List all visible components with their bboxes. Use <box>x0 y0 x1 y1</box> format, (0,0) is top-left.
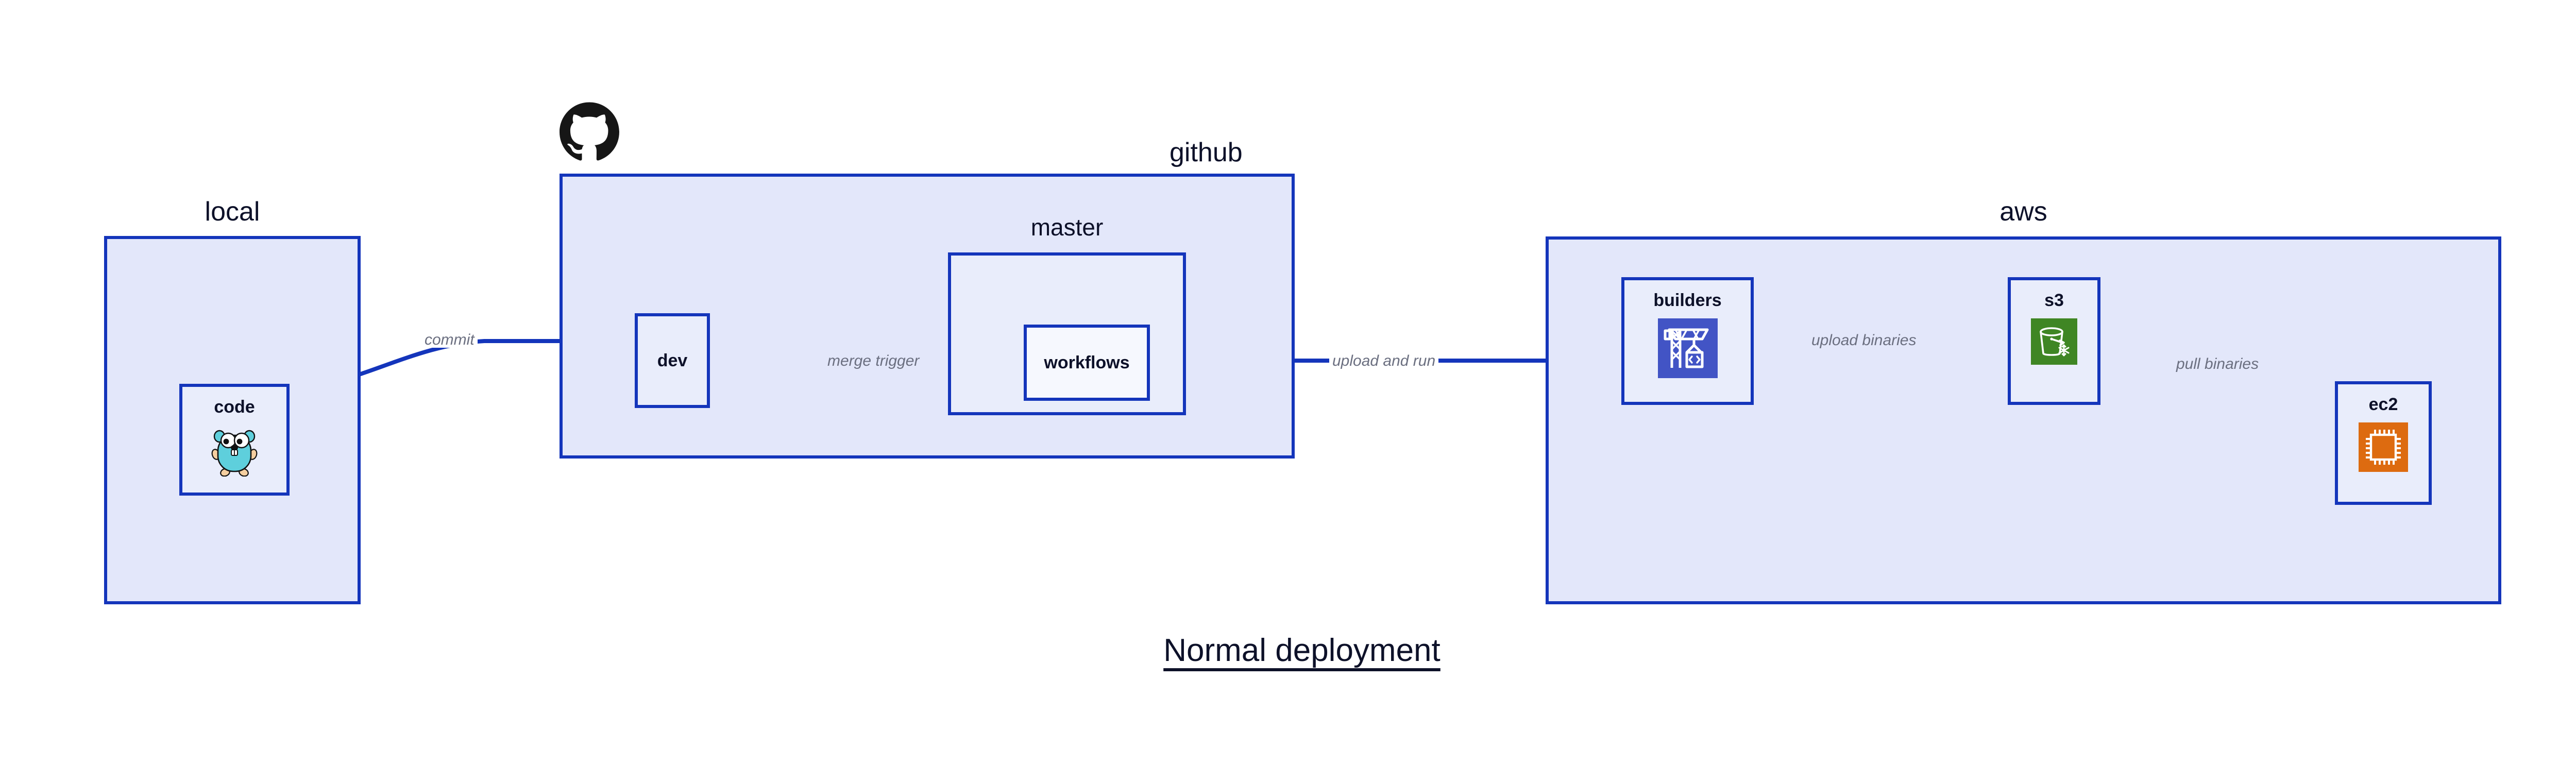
edge-label-pull-binaries: pull binaries <box>2173 356 2262 372</box>
edge-label-upload-binaries: upload binaries <box>1808 333 1920 348</box>
group-label-local: local <box>205 197 260 227</box>
edge-label-merge-trigger: merge trigger <box>824 353 923 369</box>
node-dev[interactable]: dev <box>635 313 710 408</box>
node-builders[interactable]: builders <box>1621 277 1754 405</box>
go-gopher-icon <box>211 425 258 479</box>
node-ec2[interactable]: ec2 <box>2335 381 2432 505</box>
node-label-s3: s3 <box>2044 291 2064 310</box>
node-workflows[interactable]: workflows <box>1024 325 1150 401</box>
node-s3[interactable]: s3 <box>2008 277 2100 405</box>
node-label-code: code <box>214 397 255 417</box>
group-label-aws: aws <box>1999 197 2047 227</box>
aws-ec2-chip-icon <box>2359 422 2408 474</box>
edge-label-commit: commit <box>421 332 478 348</box>
github-octocat-icon <box>557 101 621 165</box>
group-label-master: master <box>1030 214 1104 241</box>
node-label-builders: builders <box>1653 291 1722 310</box>
aws-s3-glacier-icon <box>2031 318 2077 367</box>
node-label-workflows: workflows <box>1044 353 1130 372</box>
node-label-dev: dev <box>657 351 688 370</box>
node-code[interactable]: code <box>179 384 290 496</box>
node-label-ec2: ec2 <box>2368 395 2398 414</box>
page-title: Normal deployment <box>1163 633 1440 668</box>
edge-label-upload-and-run: upload and run <box>1329 353 1439 369</box>
aws-codebuild-icon <box>1657 318 1718 381</box>
group-label-github: github <box>1170 138 1243 167</box>
